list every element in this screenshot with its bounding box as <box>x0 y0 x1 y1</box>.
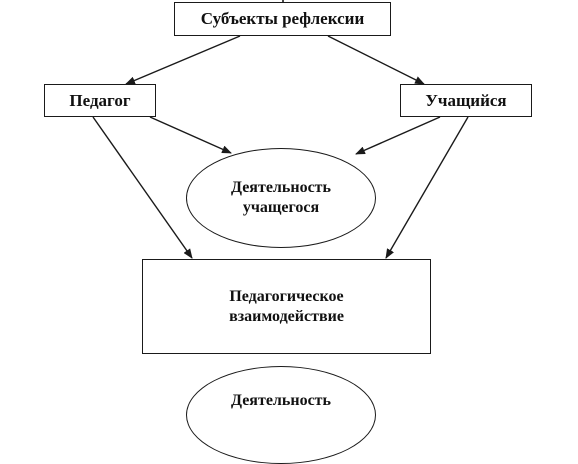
student-activity-label-line2: учащегося <box>242 199 320 216</box>
arrow-teacher-to-interaction <box>92 116 193 259</box>
reflection-subjects-diagram: Субъекты рефлексии Педагог Учащийся Деят… <box>44 0 532 464</box>
student-activity-label-line1: Деятельность <box>231 179 331 196</box>
arrow-student-to-activity <box>355 116 441 155</box>
student-activity-ellipse: Деятельность учащегося <box>186 148 376 248</box>
pedagogical-interaction-label-line2: взаимодействие <box>229 307 344 325</box>
subjects-of-reflection-label: Субъекты рефлексии <box>200 9 365 29</box>
pedagogical-interaction-label-line1: Педагогическое <box>229 287 344 305</box>
arrow-student-to-interaction <box>385 116 469 259</box>
arrow-subjects-to-student <box>327 35 425 85</box>
arrow-teacher-to-activity <box>149 116 232 154</box>
teacher-label: Педагог <box>69 90 131 110</box>
student-label: Учащийся <box>425 90 507 110</box>
activity-ellipse-cropped-label: Деятельность <box>231 392 331 409</box>
connector-layer <box>92 0 469 259</box>
arrow-subjects-to-teacher <box>125 35 241 85</box>
pedagogical-interaction-box: Педагогическое взаимодействие <box>142 259 431 354</box>
teacher-box: Педагог <box>44 84 156 117</box>
activity-ellipse-cropped: Деятельность <box>186 366 376 464</box>
student-box: Учащийся <box>400 84 532 117</box>
subjects-of-reflection-box: Субъекты рефлексии <box>174 2 391 36</box>
